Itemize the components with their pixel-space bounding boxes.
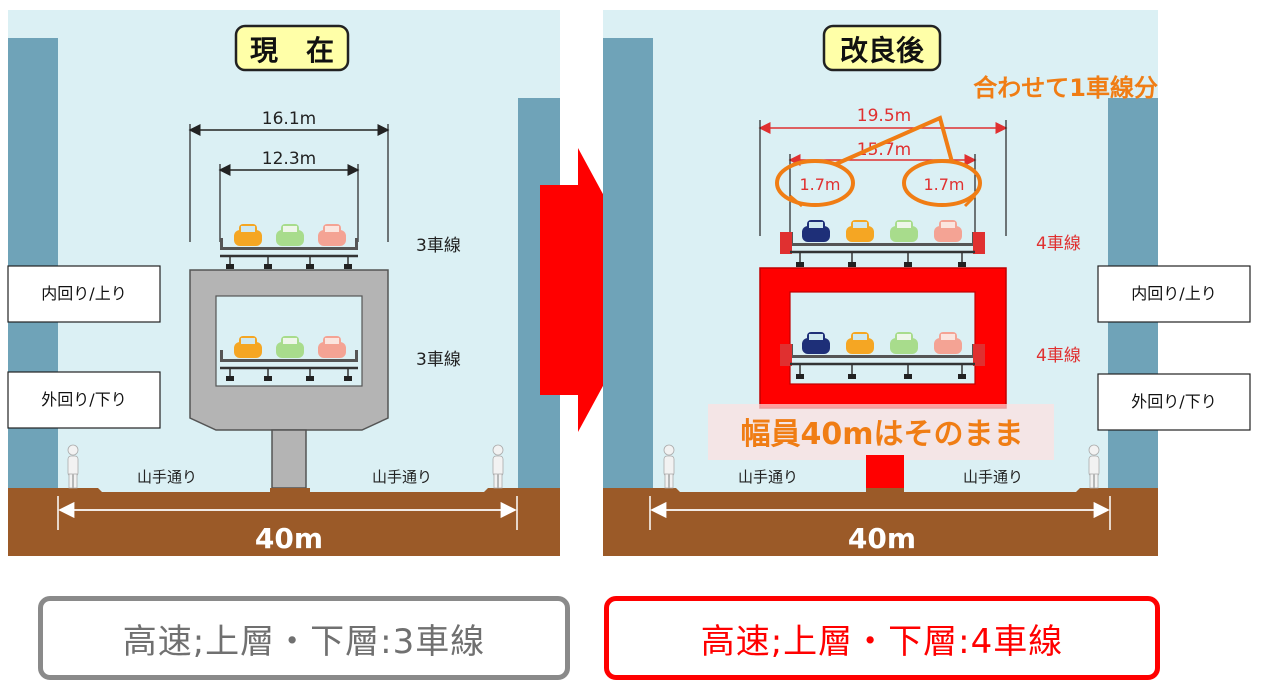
car-icon <box>802 220 830 242</box>
caption-after: 高速;上層・下層:4車線 <box>604 596 1160 680</box>
upper-lanes-label: 4車線 <box>1036 234 1081 254</box>
car-icon <box>276 224 304 246</box>
lower-lanes-label: 3車線 <box>416 350 461 370</box>
width-outer-label: 19.5m <box>857 106 911 126</box>
lower-deck <box>220 336 358 381</box>
car-icon <box>234 224 262 246</box>
panel-title: 現 在 <box>250 34 334 67</box>
caption-before: 高速;上層・下層:3車線 <box>38 596 570 680</box>
width-unchanged-note: 幅員40mはそのまま <box>740 417 1023 452</box>
callout-tick <box>789 194 803 208</box>
car-icon <box>802 332 830 354</box>
direction-box-upper <box>7 265 161 323</box>
pedestrian-icon <box>1088 444 1100 489</box>
road-width-label: 40m <box>848 522 916 555</box>
pedestrian-icon <box>492 444 504 489</box>
street-label-left: 山手通り <box>137 468 197 486</box>
arrow-right-icon <box>540 148 655 432</box>
lower-lanes-label: 4車線 <box>1036 346 1081 366</box>
building-left <box>603 38 653 492</box>
upper-deck <box>780 220 985 267</box>
car-icon <box>846 332 874 354</box>
width-inner-label: 15.7m <box>857 140 911 160</box>
street-label-left: 山手通り <box>738 468 798 486</box>
callout-text: 合わせて1車線分 <box>973 74 1158 102</box>
viaduct-pier <box>271 429 307 489</box>
direction-label-lower: 外回り/下り <box>1131 392 1216 411</box>
title-banner <box>822 24 942 72</box>
viaduct-pier <box>866 455 904 488</box>
width-outer-label: 16.1m <box>262 109 316 129</box>
pedestrian-icon <box>663 444 675 489</box>
direction-label-upper: 内回り/上り <box>1131 284 1216 303</box>
car-icon <box>934 220 962 242</box>
callout-connector <box>835 115 954 166</box>
panel-title: 改良後 <box>840 34 925 67</box>
car-icon <box>846 220 874 242</box>
shoulder-left-label: 1.7m <box>799 175 840 194</box>
pedestrian-icon <box>67 444 79 489</box>
lower-deck <box>780 332 985 379</box>
road-width-label: 40m <box>255 522 323 555</box>
direction-label-lower: 外回り/下り <box>41 390 126 409</box>
car-icon <box>890 332 918 354</box>
callout-tick <box>963 194 977 208</box>
direction-box-lower <box>7 371 161 429</box>
street-label-right: 山手通り <box>372 468 432 486</box>
car-icon <box>890 220 918 242</box>
direction-label-upper: 内回り/上り <box>41 284 126 303</box>
shoulder-right-label: 1.7m <box>923 175 964 194</box>
shoulder-highlight-right <box>902 159 982 207</box>
car-icon <box>276 336 304 358</box>
direction-box-upper <box>1097 265 1251 323</box>
car-icon <box>234 336 262 358</box>
upper-deck <box>220 224 358 269</box>
panel-before: 現 在 16.1m 12.3m <box>7 10 560 556</box>
title-banner <box>234 24 350 72</box>
shoulder-highlight-left <box>775 159 855 207</box>
note-banner <box>708 404 1054 460</box>
width-inner-label: 12.3m <box>262 149 316 169</box>
car-icon <box>318 224 346 246</box>
car-icon <box>934 332 962 354</box>
street-label-right: 山手通り <box>963 468 1023 486</box>
car-icon <box>318 336 346 358</box>
panel-after: 改良後 合わせて1車線分 19.5m 15.7m 1.7m 1.7m 幅員40m… <box>603 10 1251 556</box>
upper-lanes-label: 3車線 <box>416 236 461 256</box>
direction-box-lower <box>1097 373 1251 431</box>
